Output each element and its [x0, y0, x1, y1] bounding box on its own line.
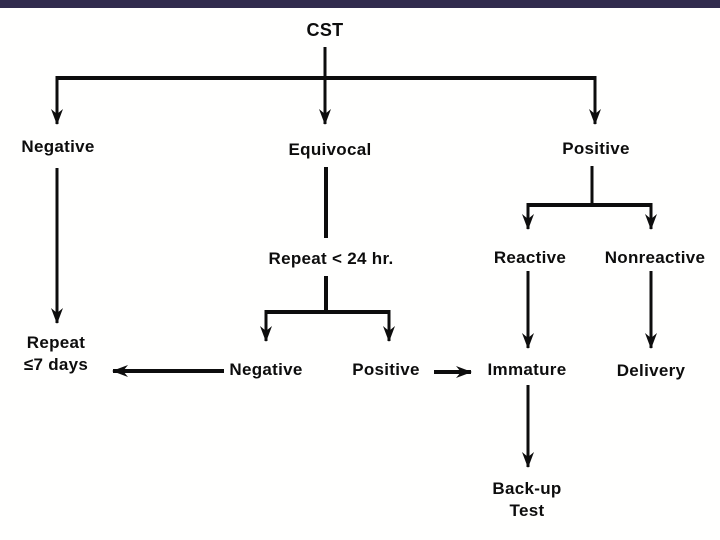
node-immature: Immature: [487, 360, 567, 379]
node-backup-test: Back-up Test: [492, 478, 561, 522]
node-repeat-7days: Repeat ≤7 days: [24, 332, 88, 376]
node-delivery: Delivery: [616, 361, 686, 380]
node-equivocal: Equivocal: [288, 140, 372, 159]
node-repeat-7days-line2: ≤7 days: [23, 355, 89, 374]
node-cst: CST: [306, 20, 344, 40]
node-negative-top: Negative: [21, 137, 95, 156]
node-backup-test-line2: Test: [509, 501, 545, 520]
node-negative-repeat: Negative: [229, 360, 303, 379]
node-repeat-7days-line1: Repeat: [26, 333, 86, 352]
node-nonreactive: Nonreactive: [604, 248, 706, 267]
node-backup-test-line1: Back-up: [492, 479, 562, 498]
node-repeat-24hr: Repeat < 24 hr.: [268, 249, 394, 268]
top-border-bar: [0, 0, 720, 8]
node-positive-top: Positive: [562, 139, 630, 158]
node-positive-repeat: Positive: [352, 360, 420, 379]
node-reactive: Reactive: [493, 248, 567, 267]
